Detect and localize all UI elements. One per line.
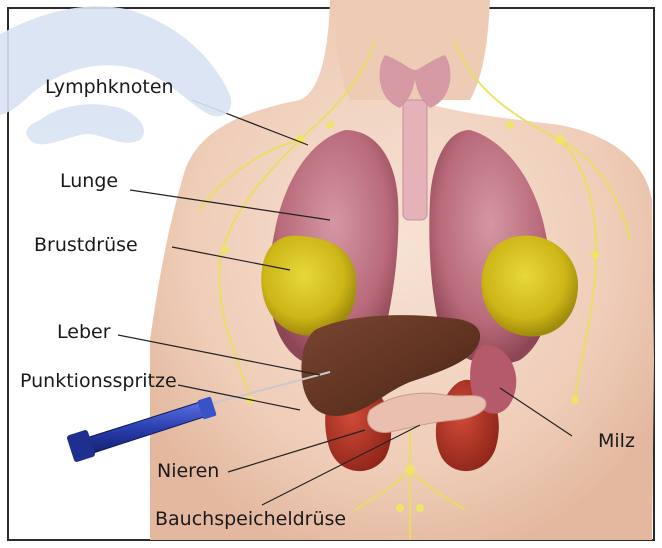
label-lymph-nodes: Lymphknoten	[45, 78, 174, 97]
label-syringe: Punktionsspritze	[20, 372, 177, 391]
label-pancreas: Bauchspeicheldrüse	[155, 510, 346, 529]
label-breast-gland: Brustdrüse	[34, 236, 138, 255]
label-spleen: Milz	[598, 432, 635, 451]
label-kidneys: Nieren	[157, 462, 219, 481]
trachea	[403, 100, 427, 220]
label-liver: Leber	[57, 323, 111, 342]
label-lung: Lunge	[60, 172, 118, 191]
